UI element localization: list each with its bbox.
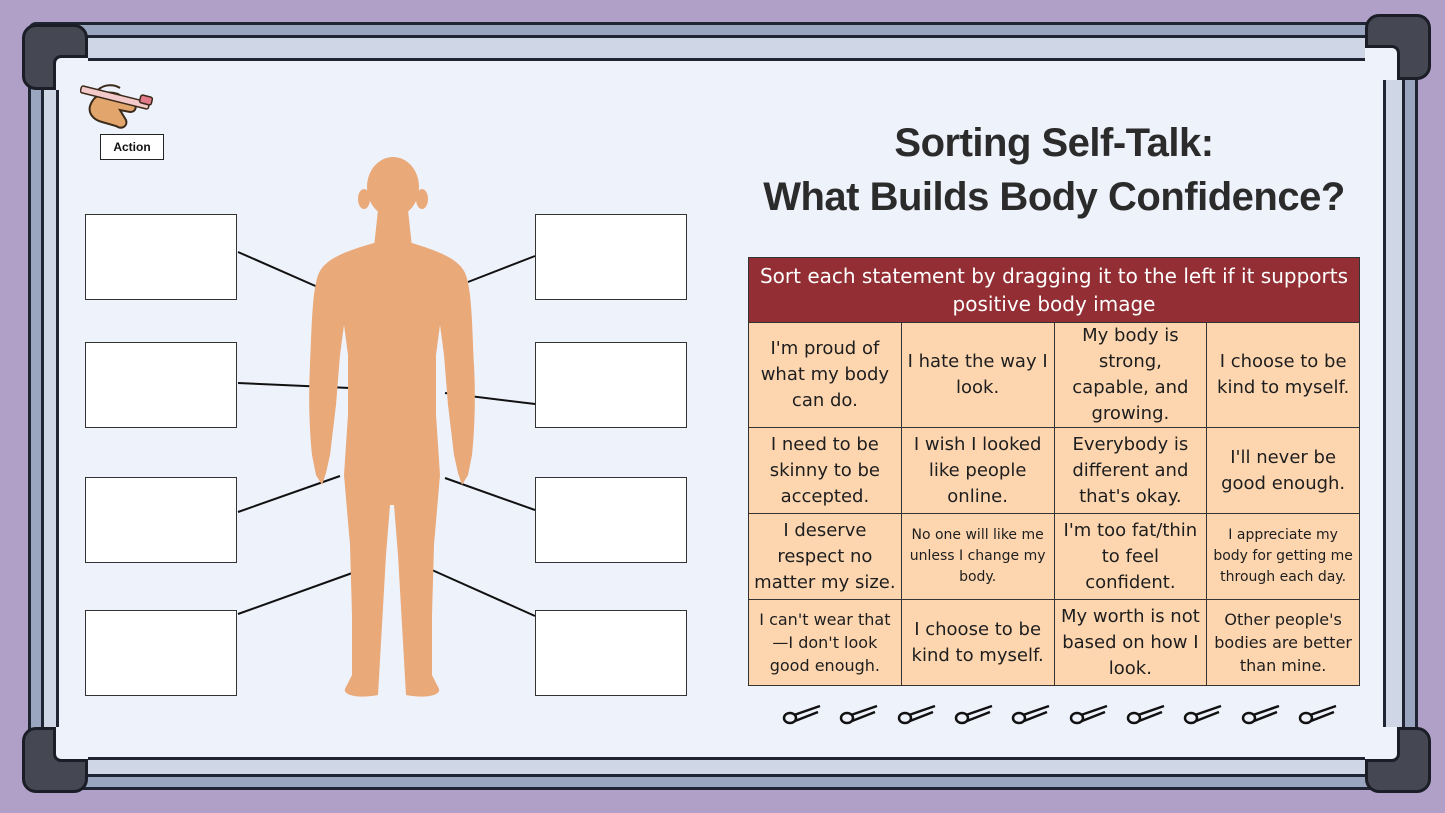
frame-corner [22, 24, 88, 90]
statement-card[interactable]: I wish I looked like people online. [900, 427, 1055, 514]
instructions-header: Sort each statement by dragging it to th… [748, 257, 1360, 323]
paper-clip-icon [954, 704, 993, 725]
paper-clip-row [780, 696, 1340, 732]
statement-table: Sort each statement by dragging it to th… [748, 257, 1360, 686]
paper-clip-icon [1069, 704, 1108, 725]
paper-clip-icon [782, 704, 821, 725]
paper-clip-icon [1012, 704, 1050, 725]
statement-card[interactable]: I'm proud of what my body can do. [748, 322, 902, 428]
drop-zone-right-4[interactable] [535, 610, 687, 696]
statement-card[interactable]: No one will like me unless I change my b… [900, 513, 1055, 600]
drop-zone-left-1[interactable] [85, 214, 237, 300]
hand-writing-icon [80, 84, 154, 129]
drop-zone-right-3[interactable] [535, 477, 687, 563]
statement-card[interactable]: I appreciate my body for getting me thro… [1206, 513, 1360, 600]
statement-card[interactable]: I choose to be kind to myself. [1206, 322, 1360, 428]
human-body-figure [309, 157, 475, 697]
statement-card[interactable]: I can't wear that—I don't look good enou… [748, 599, 902, 686]
page-title: Sorting Self-Talk: What Builds Body Conf… [750, 116, 1358, 224]
statement-card[interactable]: My worth is not based on how I look. [1053, 599, 1208, 686]
drop-zone-left-2[interactable] [85, 342, 237, 428]
title-line-1: Sorting Self-Talk: [894, 121, 1214, 165]
statement-card[interactable]: Other people's bodies are better than mi… [1206, 599, 1360, 686]
frame-corner [1365, 727, 1431, 793]
statement-card[interactable]: I deserve respect no matter my size. [748, 513, 902, 600]
paper-clip-icon [1241, 704, 1280, 725]
drop-zone-right-1[interactable] [535, 214, 687, 300]
statement-card[interactable]: I need to be skinny to be accepted. [748, 427, 902, 514]
statement-card[interactable]: Everybody is different and that's okay. [1053, 427, 1208, 514]
statement-card[interactable]: I choose to be kind to myself. [900, 599, 1055, 686]
drop-zone-right-2[interactable] [535, 342, 687, 428]
drop-zone-left-4[interactable] [85, 610, 237, 696]
statement-card[interactable]: I hate the way I look. [900, 322, 1055, 428]
paper-clip-icon [840, 704, 878, 725]
frame-corner [1365, 14, 1431, 80]
title-line-2: What Builds Body Confidence? [763, 175, 1345, 219]
statement-card[interactable]: I'm too fat/thin to feel confident. [1053, 513, 1208, 600]
statement-card[interactable]: I'll never be good enough. [1206, 427, 1360, 514]
paper-clip-icon [897, 704, 936, 725]
statement-card[interactable]: My body is strong, capable, and growing. [1053, 322, 1208, 428]
action-badge: Action [100, 134, 164, 160]
paper-clip-icon [1126, 704, 1165, 725]
frame-corner [22, 727, 88, 793]
drop-zone-left-3[interactable] [85, 477, 237, 563]
paper-clip-icon [1298, 704, 1337, 725]
paper-clip-icon [1184, 704, 1222, 725]
